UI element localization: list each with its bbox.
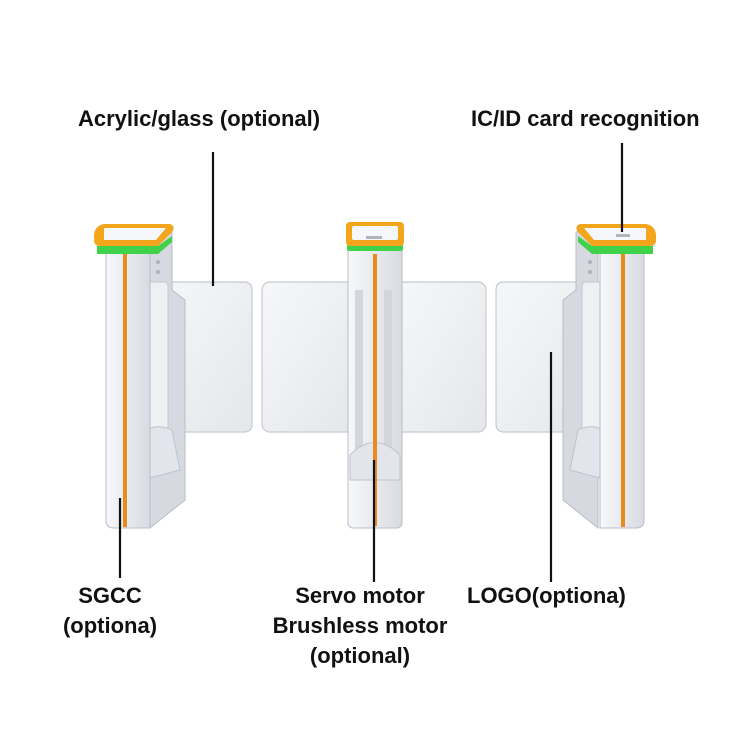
- motor-label: Servo motor Brushless motor (optional): [255, 581, 465, 671]
- ic-id-card-label: IC/ID card recognition: [471, 104, 700, 134]
- sgcc-text: SGCC: [78, 583, 142, 608]
- middle-cabinet: [346, 222, 404, 529]
- motor-optional-text: (optional): [309, 643, 411, 668]
- servo-motor-text: Servo motor: [295, 583, 425, 608]
- left-cabinet: [94, 224, 186, 530]
- acrylic-glass-label: Acrylic/glass (optional): [78, 104, 320, 134]
- brushless-motor-text: Brushless motor: [272, 613, 448, 638]
- sgcc-optional-text: (optiona): [62, 613, 158, 638]
- right-cabinet: [562, 224, 656, 530]
- logo-text: LOGO(optiona): [467, 583, 626, 608]
- sgcc-label: SGCC (optiona): [54, 581, 166, 641]
- logo-label: LOGO(optiona): [467, 581, 626, 611]
- acrylic-glass-text: Acrylic/glass (optional): [78, 106, 321, 131]
- glass-wing-center-left: [261, 281, 355, 433]
- ic-id-card-text: IC/ID card recognition: [471, 106, 700, 131]
- glass-wing-center-right: [393, 281, 487, 433]
